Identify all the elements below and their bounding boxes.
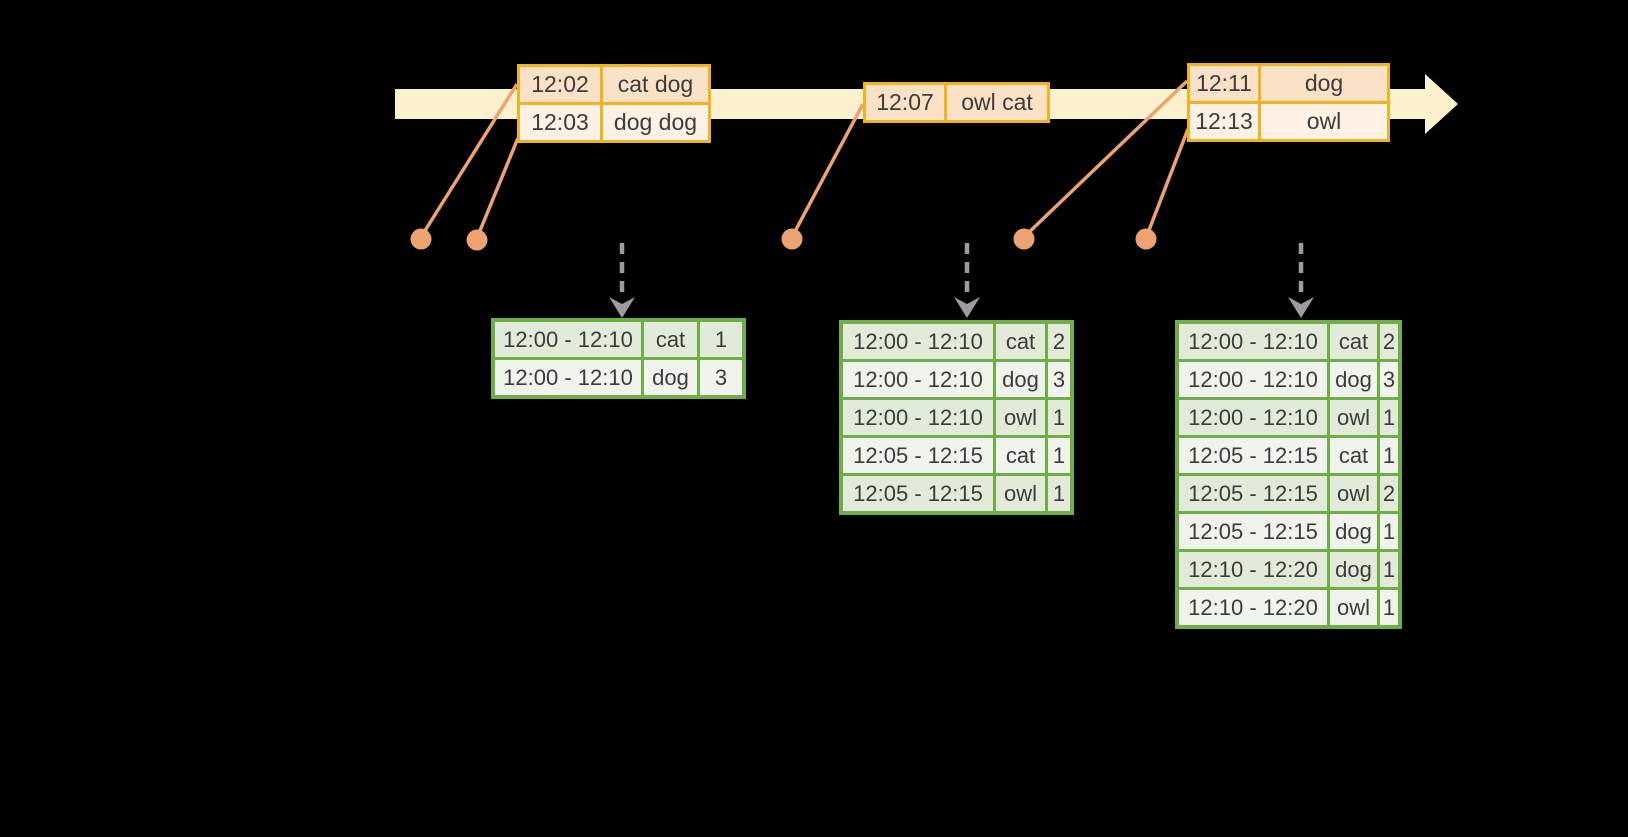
event-marker-dot-icon bbox=[466, 229, 488, 251]
table-cell: 3 bbox=[697, 360, 742, 395]
trigger-arrowhead-icon bbox=[954, 297, 980, 318]
table-cell: 12:07 bbox=[866, 85, 944, 120]
timeline-arrowhead-icon bbox=[1425, 74, 1458, 134]
table-cell: dog bbox=[1327, 514, 1377, 549]
table-cell: 12:00 - 12:10 bbox=[495, 360, 641, 395]
table-cell: 12:00 - 12:10 bbox=[1179, 362, 1327, 397]
table-cell: 12:00 - 12:10 bbox=[843, 400, 993, 435]
table-cell: owl bbox=[1258, 104, 1387, 139]
table-cell: 12:02 bbox=[520, 67, 600, 102]
event-connector-line bbox=[475, 137, 520, 239]
table-cell: 12:05 - 12:15 bbox=[843, 438, 993, 473]
table-cell: 12:05 - 12:15 bbox=[843, 476, 993, 511]
table-cell: 3 bbox=[1377, 362, 1398, 397]
event-marker-dot-icon bbox=[410, 228, 432, 250]
table-cell: 12:03 bbox=[520, 105, 600, 140]
event-marker-dot-icon bbox=[781, 228, 803, 250]
table-cell: owl bbox=[993, 400, 1045, 435]
table-cell: dog dog bbox=[600, 105, 708, 140]
trigger-arrowhead-icon bbox=[1288, 297, 1314, 318]
event-marker-dot-icon bbox=[1135, 228, 1157, 250]
table-cell: 1 bbox=[697, 322, 742, 357]
table-cell: 1 bbox=[1045, 400, 1070, 435]
table-cell: cat bbox=[641, 322, 697, 357]
table-cell: 12:05 - 12:15 bbox=[1179, 438, 1327, 473]
table-cell: 2 bbox=[1377, 476, 1398, 511]
event-connector-line bbox=[419, 83, 519, 238]
table-cell: dog bbox=[993, 362, 1045, 397]
table-cell: 12:10 - 12:20 bbox=[1179, 590, 1327, 625]
table-cell: 12:05 - 12:15 bbox=[1179, 514, 1327, 549]
table-cell: 12:00 - 12:10 bbox=[843, 362, 993, 397]
table-cell: 12:00 - 12:10 bbox=[1179, 324, 1327, 359]
table-cell: 12:13 bbox=[1190, 104, 1258, 139]
event-connector-line bbox=[1144, 128, 1190, 239]
table-cell: 12:11 bbox=[1190, 66, 1258, 101]
table-cell: owl bbox=[993, 476, 1045, 511]
table-cell: dog bbox=[1327, 362, 1377, 397]
table-cell: 12:05 - 12:15 bbox=[1179, 476, 1327, 511]
table-cell: dog bbox=[1258, 66, 1387, 101]
table-cell: 12:10 - 12:20 bbox=[1179, 552, 1327, 587]
table-cell: 1 bbox=[1045, 438, 1070, 473]
table-cell: 12:00 - 12:10 bbox=[495, 322, 641, 357]
table-cell: owl bbox=[1327, 400, 1377, 435]
table-cell: 1 bbox=[1377, 514, 1398, 549]
table-cell: cat dog bbox=[600, 67, 708, 102]
trigger-arrowhead-icon bbox=[609, 297, 635, 318]
table-cell: 1 bbox=[1045, 476, 1070, 511]
table-cell: 2 bbox=[1045, 324, 1070, 359]
table-cell: owl bbox=[1327, 476, 1377, 511]
table-cell: 12:00 - 12:10 bbox=[1179, 400, 1327, 435]
table-cell: 1 bbox=[1377, 438, 1398, 473]
table-cell: 12:00 - 12:10 bbox=[843, 324, 993, 359]
table-cell: dog bbox=[1327, 552, 1377, 587]
table-cell: cat bbox=[993, 438, 1045, 473]
table-cell: cat bbox=[1327, 438, 1377, 473]
table-cell: 1 bbox=[1377, 590, 1398, 625]
table-cell: 1 bbox=[1377, 552, 1398, 587]
table-cell: owl cat bbox=[944, 85, 1047, 120]
table-cell: dog bbox=[641, 360, 697, 395]
event-connector-line bbox=[790, 103, 865, 238]
table-cell: owl bbox=[1327, 590, 1377, 625]
event-connector-line bbox=[1022, 79, 1189, 239]
table-cell: 3 bbox=[1045, 362, 1070, 397]
table-cell: 2 bbox=[1377, 324, 1398, 359]
table-cell: cat bbox=[993, 324, 1045, 359]
table-cell: cat bbox=[1327, 324, 1377, 359]
event-marker-dot-icon bbox=[1013, 228, 1035, 250]
table-cell: 1 bbox=[1377, 400, 1398, 435]
